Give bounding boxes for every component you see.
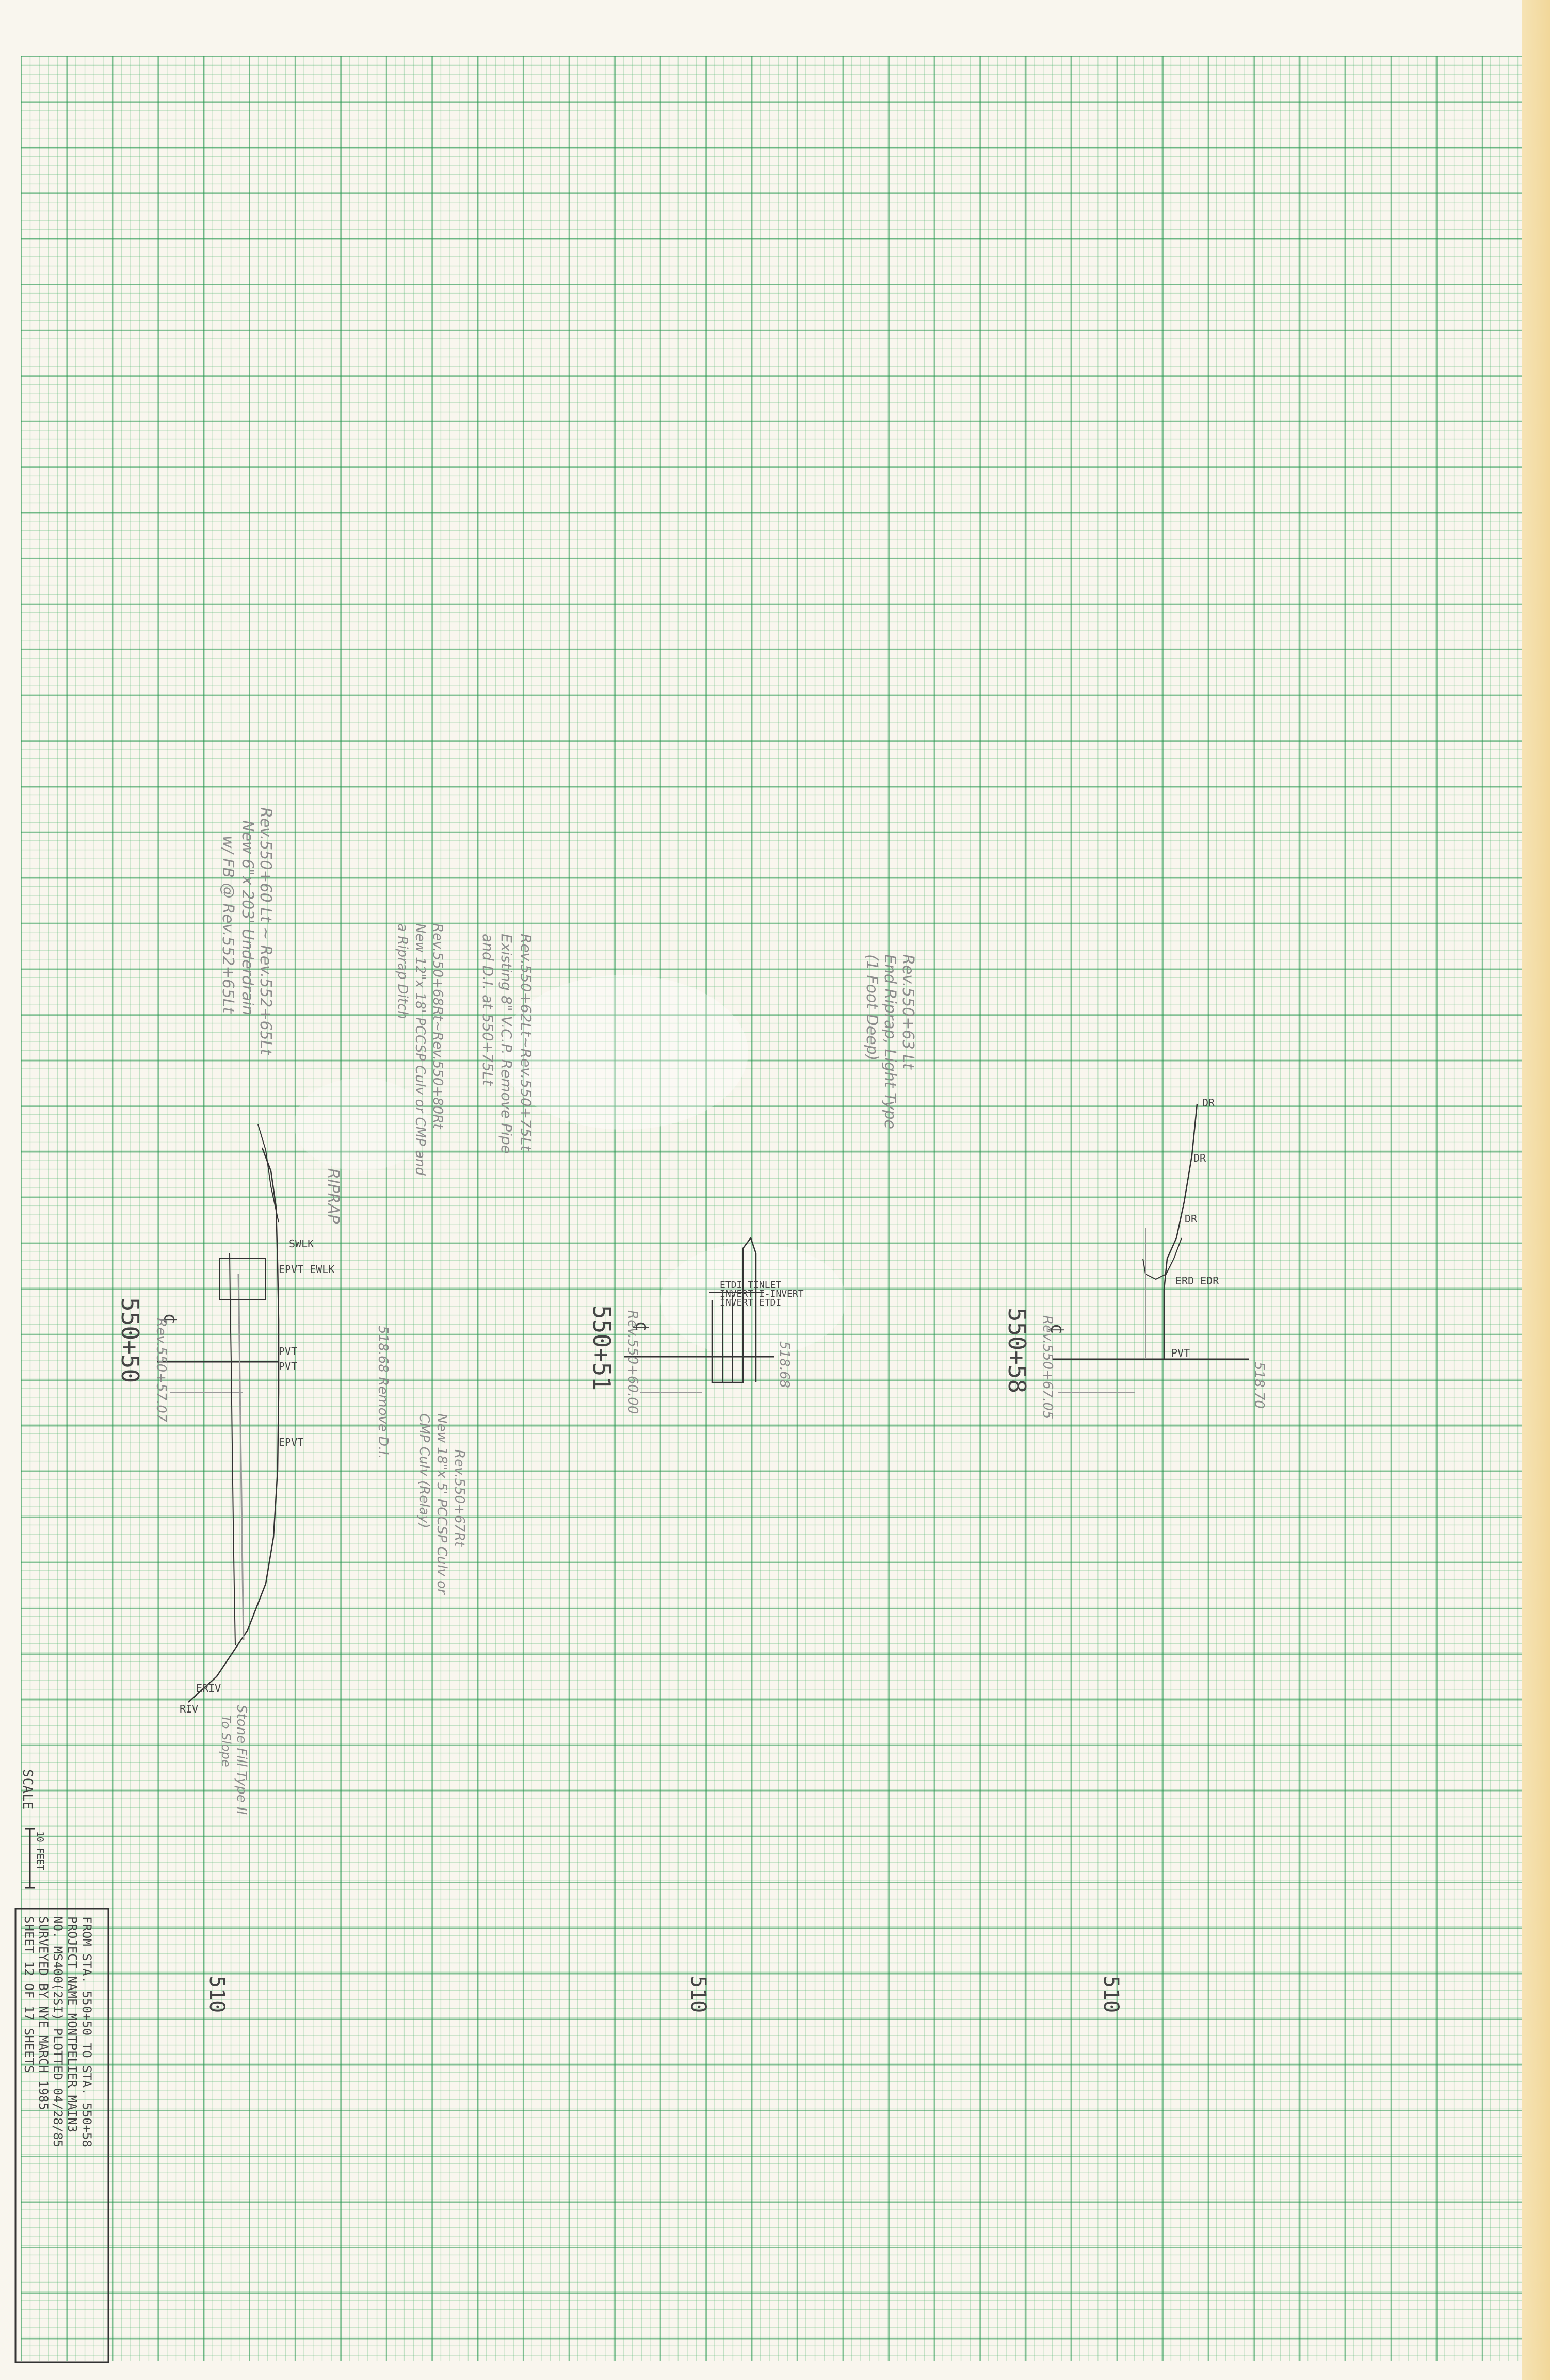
handwritten-note: End Riprap, Light Type: [881, 954, 899, 1129]
inlet-outline: [711, 1236, 757, 1383]
title-block-line: SHEET 12 OF 17 SHEETS: [22, 1916, 36, 2073]
feature-label: PVT: [1171, 1347, 1190, 1359]
handwritten-note: New 12"x 18' PCCSP Culv or CMP and: [412, 923, 428, 1176]
handwritten-note: Rev.550+67Rt: [451, 1449, 467, 1547]
feature-label: ETDI TINLET: [720, 1280, 781, 1291]
handwritten-note: Rev.550+60.00: [625, 1310, 640, 1414]
title-block-line: FROM STA. 550+50 TO STA. 550+58: [79, 1916, 94, 2147]
title-block-border: [14, 1908, 109, 2363]
sidewalk-box: [219, 1258, 266, 1300]
cross-section-2: 550+51 ¢ ETDI TINLET INVERT I-INVERT INV…: [588, 954, 917, 1414]
elevation-label: 510: [1099, 1976, 1123, 2013]
ditch-line: [1142, 1237, 1182, 1280]
handwritten-note: 518.68 Remove D.I.: [375, 1326, 391, 1459]
handwritten-note: Existing 8" V.C.P. Remove Pipe: [498, 934, 515, 1154]
ground-profile: [188, 1147, 280, 1703]
handwritten-note: RIPRAP: [324, 1168, 342, 1224]
handwritten-note: and D.I. at 550+75Lt: [479, 934, 496, 1086]
paper-smudges: [294, 975, 846, 1357]
riprap-curve: [257, 1124, 279, 1223]
feature-label: DR: [1193, 1152, 1206, 1164]
scale-label: SCALE: [20, 1769, 35, 1810]
feature-label: PVT: [279, 1345, 297, 1358]
feature-label: EPVT EWLK: [279, 1263, 334, 1276]
handwritten-note: 518.68: [777, 1341, 792, 1388]
underdrain-line: [229, 1253, 236, 1646]
feature-label: PVT: [279, 1360, 297, 1373]
feature-label: ERD EDR: [1175, 1275, 1219, 1287]
handwritten-note: Stone Fill Type II: [234, 1705, 249, 1815]
handwritten-note: Rev.550+68Rt~Rev.550+80Rt: [430, 923, 445, 1129]
cross-section-1: 550+50 ¢ SWLK EPVT EWLK PVT PVT EPVT ERI…: [116, 807, 535, 1815]
feature-label: DR: [1185, 1213, 1198, 1225]
station-label: 550+50: [116, 1297, 144, 1383]
graph-paper-grid: [21, 56, 1522, 2361]
feature-label: DR: [1202, 1097, 1215, 1109]
station-label: 550+58: [1003, 1308, 1031, 1393]
feature-label: EPVT: [279, 1436, 303, 1448]
centerline-mark: ¢: [159, 1313, 181, 1324]
ground-profile: [1163, 1103, 1198, 1359]
handwritten-note: Rev.550+67.05: [1040, 1315, 1055, 1419]
title-block-line: SURVEYED BY NYE MARCH 1985: [36, 1916, 51, 2110]
title-block: FROM STA. 550+50 TO STA. 550+58 PROJECT …: [14, 1908, 109, 2363]
underdrain-line-2: [237, 1274, 245, 1641]
scale-indicator: SCALE 10 FEET: [20, 1769, 45, 1889]
station-label: 550+51: [588, 1305, 616, 1391]
handwritten-note: 518.70: [1251, 1362, 1267, 1409]
centerline-mark: ¢: [1046, 1323, 1068, 1334]
handwritten-note: To Slope: [219, 1715, 233, 1767]
elevation-label: 510: [686, 1976, 710, 2013]
feature-label: INVERT ETDI: [720, 1297, 781, 1308]
handwritten-note: Rev.550+60 Lt ~ Rev.552+65Lt: [256, 807, 275, 1055]
cross-section-3: 550+58 ¢ DR DR DR ERD EDR PVT Rev.550+67…: [1003, 1097, 1267, 1419]
handwritten-note: w/ FB @ Rev.552+65Lt: [219, 836, 237, 1014]
feature-label: INVERT I-INVERT: [720, 1289, 804, 1299]
paper-edge: [1522, 0, 1550, 2380]
elevation-label: 510: [205, 1976, 229, 2013]
handwritten-note: (1 Foot Deep): [863, 954, 881, 1061]
handwritten-note: a Riprap Ditch: [395, 923, 410, 1019]
handwritten-note: Rev.550+57.07: [153, 1318, 169, 1422]
scale-bar-label: 10 FEET: [35, 1831, 45, 1870]
title-block-line: NO. MS400(2SI) PLOTTED 04/28/85: [51, 1916, 65, 2147]
feature-label: ERIV: [196, 1682, 221, 1694]
handwritten-note: New 18"x 5' PCCSP Culv or: [434, 1413, 449, 1595]
handwritten-note: New 6"x 203' Underdrain: [238, 820, 256, 1015]
feature-label: SWLK: [289, 1237, 314, 1250]
handwritten-note: CMP Culv (Relay): [416, 1413, 432, 1528]
handwritten-note: Rev.550+63 Lt: [899, 954, 917, 1070]
grid-major-lines: [21, 56, 1522, 2361]
centerline-mark: ¢: [631, 1321, 652, 1332]
feature-label: RIV: [180, 1703, 198, 1715]
handwritten-note: Rev.550+62Lt~Rev.550+75Lt: [518, 934, 535, 1151]
title-block-line: PROJECT NAME MONTPELIER MAIN3: [65, 1916, 79, 2132]
